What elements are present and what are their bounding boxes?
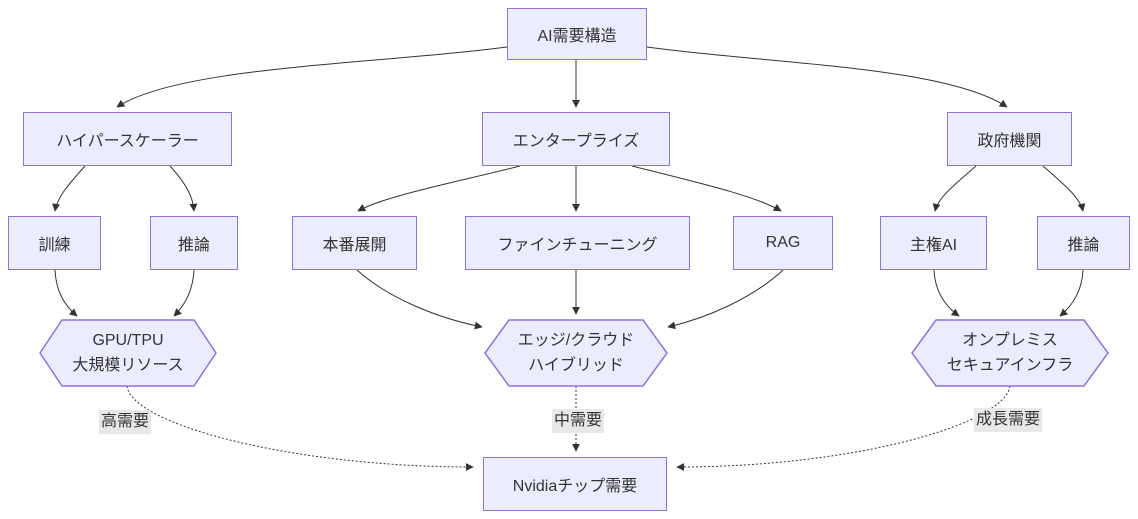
edge-label-medium-demand: 中需要 (551, 409, 605, 433)
edge-training-gputpu (54, 269, 78, 317)
node-enterprise: エンタープライズ (482, 112, 670, 166)
node-sovereign-ai: 主権AI (880, 216, 987, 270)
node-inference-hyperscaler: 推論 (150, 216, 238, 270)
node-production-deploy: 本番展開 (292, 216, 417, 270)
edge-root-government (646, 46, 1008, 108)
node-hyperscaler: ハイパースケーラー (23, 112, 232, 166)
node-inference-government: 推論 (1037, 216, 1130, 270)
edge-government-inference (1042, 165, 1086, 212)
edge-sovereign-onprem (933, 269, 960, 317)
node-onprem-secure-hexagon (911, 319, 1109, 387)
edge-onprem-nvidia (676, 385, 1011, 471)
edge-rag-edgecloud (667, 269, 784, 330)
edge-enterprise-production (357, 165, 521, 212)
edge-inference-onprem (1059, 269, 1084, 317)
edge-inference-gputpu (173, 269, 195, 317)
node-ai-demand: AI需要構造 (507, 8, 647, 60)
edge-government-sovereign (932, 165, 977, 212)
edge-hyperscaler-training (52, 165, 86, 212)
node-rag: RAG (733, 216, 833, 270)
node-edge-cloud-hexagon (484, 319, 668, 387)
edge-hyperscaler-inference (169, 165, 198, 212)
edge-production-edgecloud (356, 269, 483, 330)
edge-root-hyperscaler (116, 46, 508, 108)
node-fine-tuning: ファインチューニング (465, 216, 690, 270)
node-nvidia-demand: Nvidiaチップ需要 (483, 457, 667, 511)
edge-label-growth-demand: 成長需要 (973, 408, 1043, 432)
edge-gputpu-nvidia (126, 385, 474, 471)
node-government: 政府機関 (947, 112, 1072, 166)
edge-enterprise-rag (631, 165, 782, 212)
edge-label-high-demand: 高需要 (98, 410, 152, 434)
node-gpu-tpu-hexagon (39, 319, 217, 387)
node-training: 訓練 (8, 216, 101, 270)
